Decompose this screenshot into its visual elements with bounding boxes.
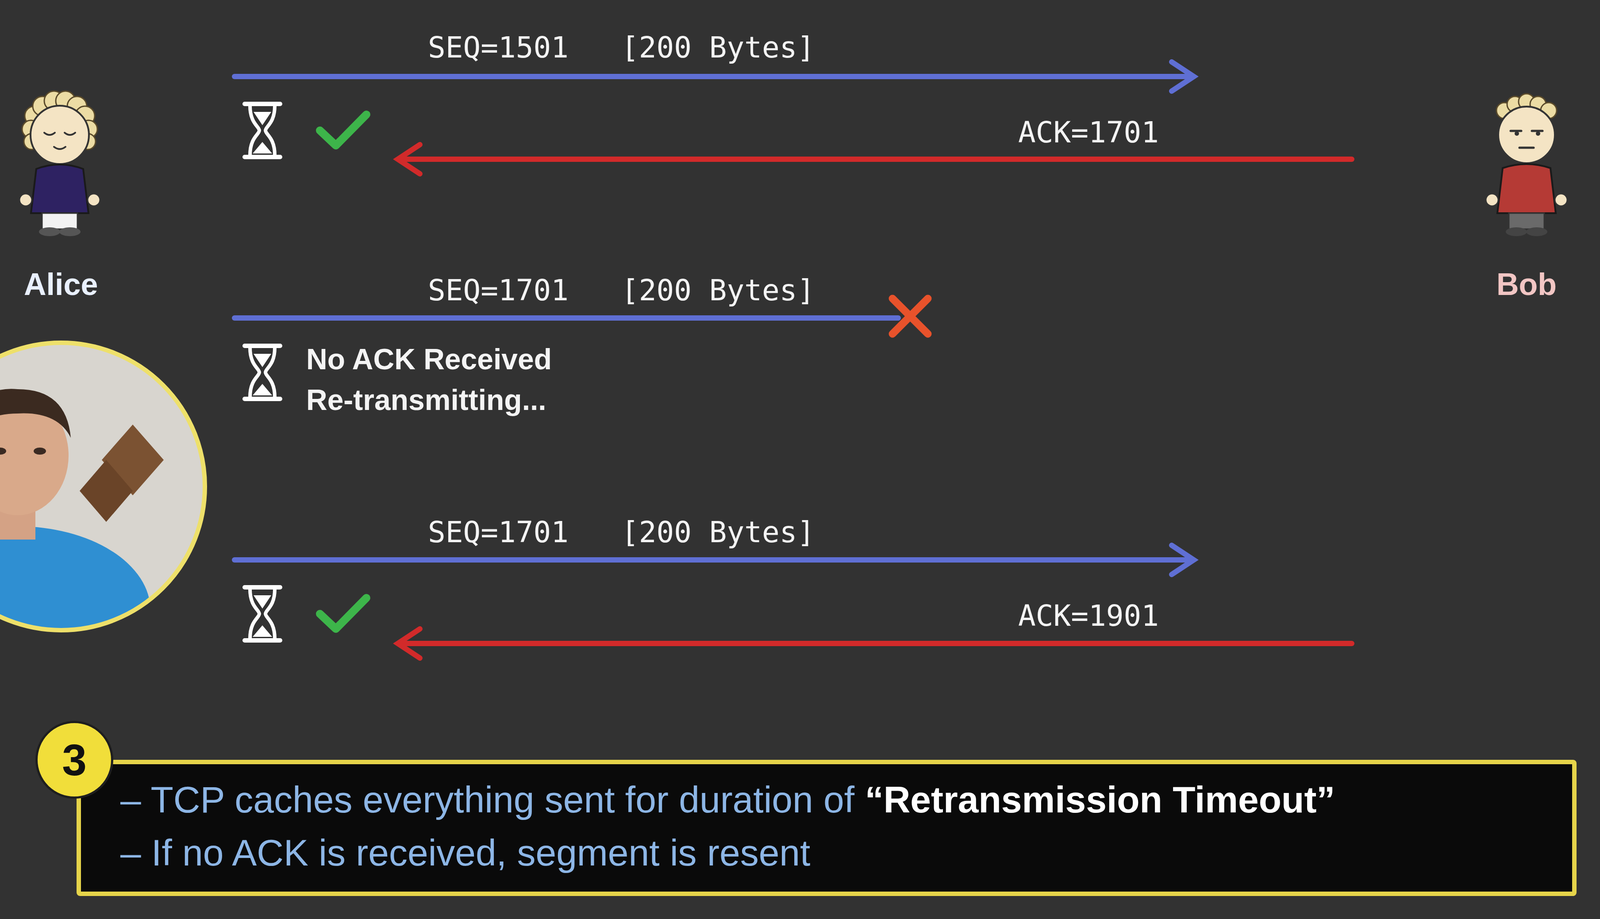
timeout-note: No ACK Received Re-transmitting... [306, 338, 570, 421]
webcam-inset [0, 447, 7, 455]
webcam-inset [0, 526, 151, 695]
actor-name: Bob [1496, 265, 1557, 304]
sequence-label: SEQ=1701 [200 Bytes] [427, 515, 815, 550]
segment-arrow [234, 73, 1192, 80]
bob-figure [1554, 193, 1568, 207]
sequence-label: SEQ=1701 [200 Bytes] [427, 273, 815, 308]
alice-figure [59, 227, 81, 237]
timer-icon [244, 103, 281, 158]
segment-arrow [1171, 545, 1194, 575]
ack-arrow [397, 144, 420, 174]
ack-arrow [400, 641, 1352, 647]
note-text: – If no ACK is received, segment is rese… [120, 832, 811, 874]
webcam-inset [0, 340, 213, 695]
loss-mark [892, 298, 928, 335]
ack-check [319, 114, 367, 146]
text-line: 3 [61, 738, 87, 783]
ack-label: ACK=1901 [1018, 598, 1159, 634]
bob-figure [1526, 227, 1548, 237]
timer-icon [244, 346, 281, 400]
segment-arrow [234, 545, 1194, 575]
ack-arrow [397, 629, 1352, 659]
alice-figure [38, 227, 61, 237]
alice-figure [19, 91, 100, 237]
webcam-inset [0, 340, 213, 695]
alice-figure [44, 132, 76, 150]
bob-figure [1510, 130, 1543, 148]
bob-figure [1505, 227, 1527, 237]
lost-segment-arrow [234, 315, 899, 321]
note-box: – TCP caches everything sent for duratio… [76, 760, 1577, 897]
segment-arrow [234, 61, 1194, 92]
callout-number: 3 [35, 721, 114, 800]
sequence-label: SEQ=1501 [200 Bytes] [427, 30, 815, 66]
webcam-inset [33, 447, 47, 455]
loss-mark [892, 298, 928, 335]
bob-figure [1485, 193, 1499, 207]
bob-figure [1498, 106, 1555, 164]
lost-segment-arrow [234, 315, 899, 321]
segment-arrow [234, 557, 1192, 563]
ack-arrow [400, 156, 1352, 162]
bob-figure [1485, 93, 1568, 237]
webcam-inset [0, 388, 71, 439]
note-emphasis: “Retransmission Timeout” [865, 779, 1336, 821]
webcam-inset [0, 342, 205, 631]
actor-name: Alice [23, 265, 98, 304]
ack-label: ACK=1701 [1018, 115, 1159, 150]
alice-figure [30, 105, 89, 165]
text-line: – If no ACK is received, segment is rese… [120, 826, 1550, 880]
callout-number-text: 3 [61, 735, 87, 785]
webcam-inset [79, 460, 133, 523]
timer-icon [244, 587, 281, 641]
segment-arrow [1171, 61, 1194, 92]
ack-arrow [397, 144, 1352, 174]
note-text: – TCP caches everything sent for duratio… [120, 779, 855, 821]
alice-figure [19, 193, 32, 207]
ack-arrow [397, 629, 420, 659]
text-line: – TCP caches everything sent for duratio… [120, 773, 1550, 827]
bob-figure [1535, 131, 1541, 136]
bob-figure [1497, 164, 1556, 214]
alice-figure [87, 193, 100, 207]
bob-figure [1508, 213, 1545, 230]
bob-figure [1514, 131, 1520, 136]
alice-figure [42, 213, 78, 230]
alice-figure [30, 164, 89, 214]
ack-check [319, 598, 367, 630]
